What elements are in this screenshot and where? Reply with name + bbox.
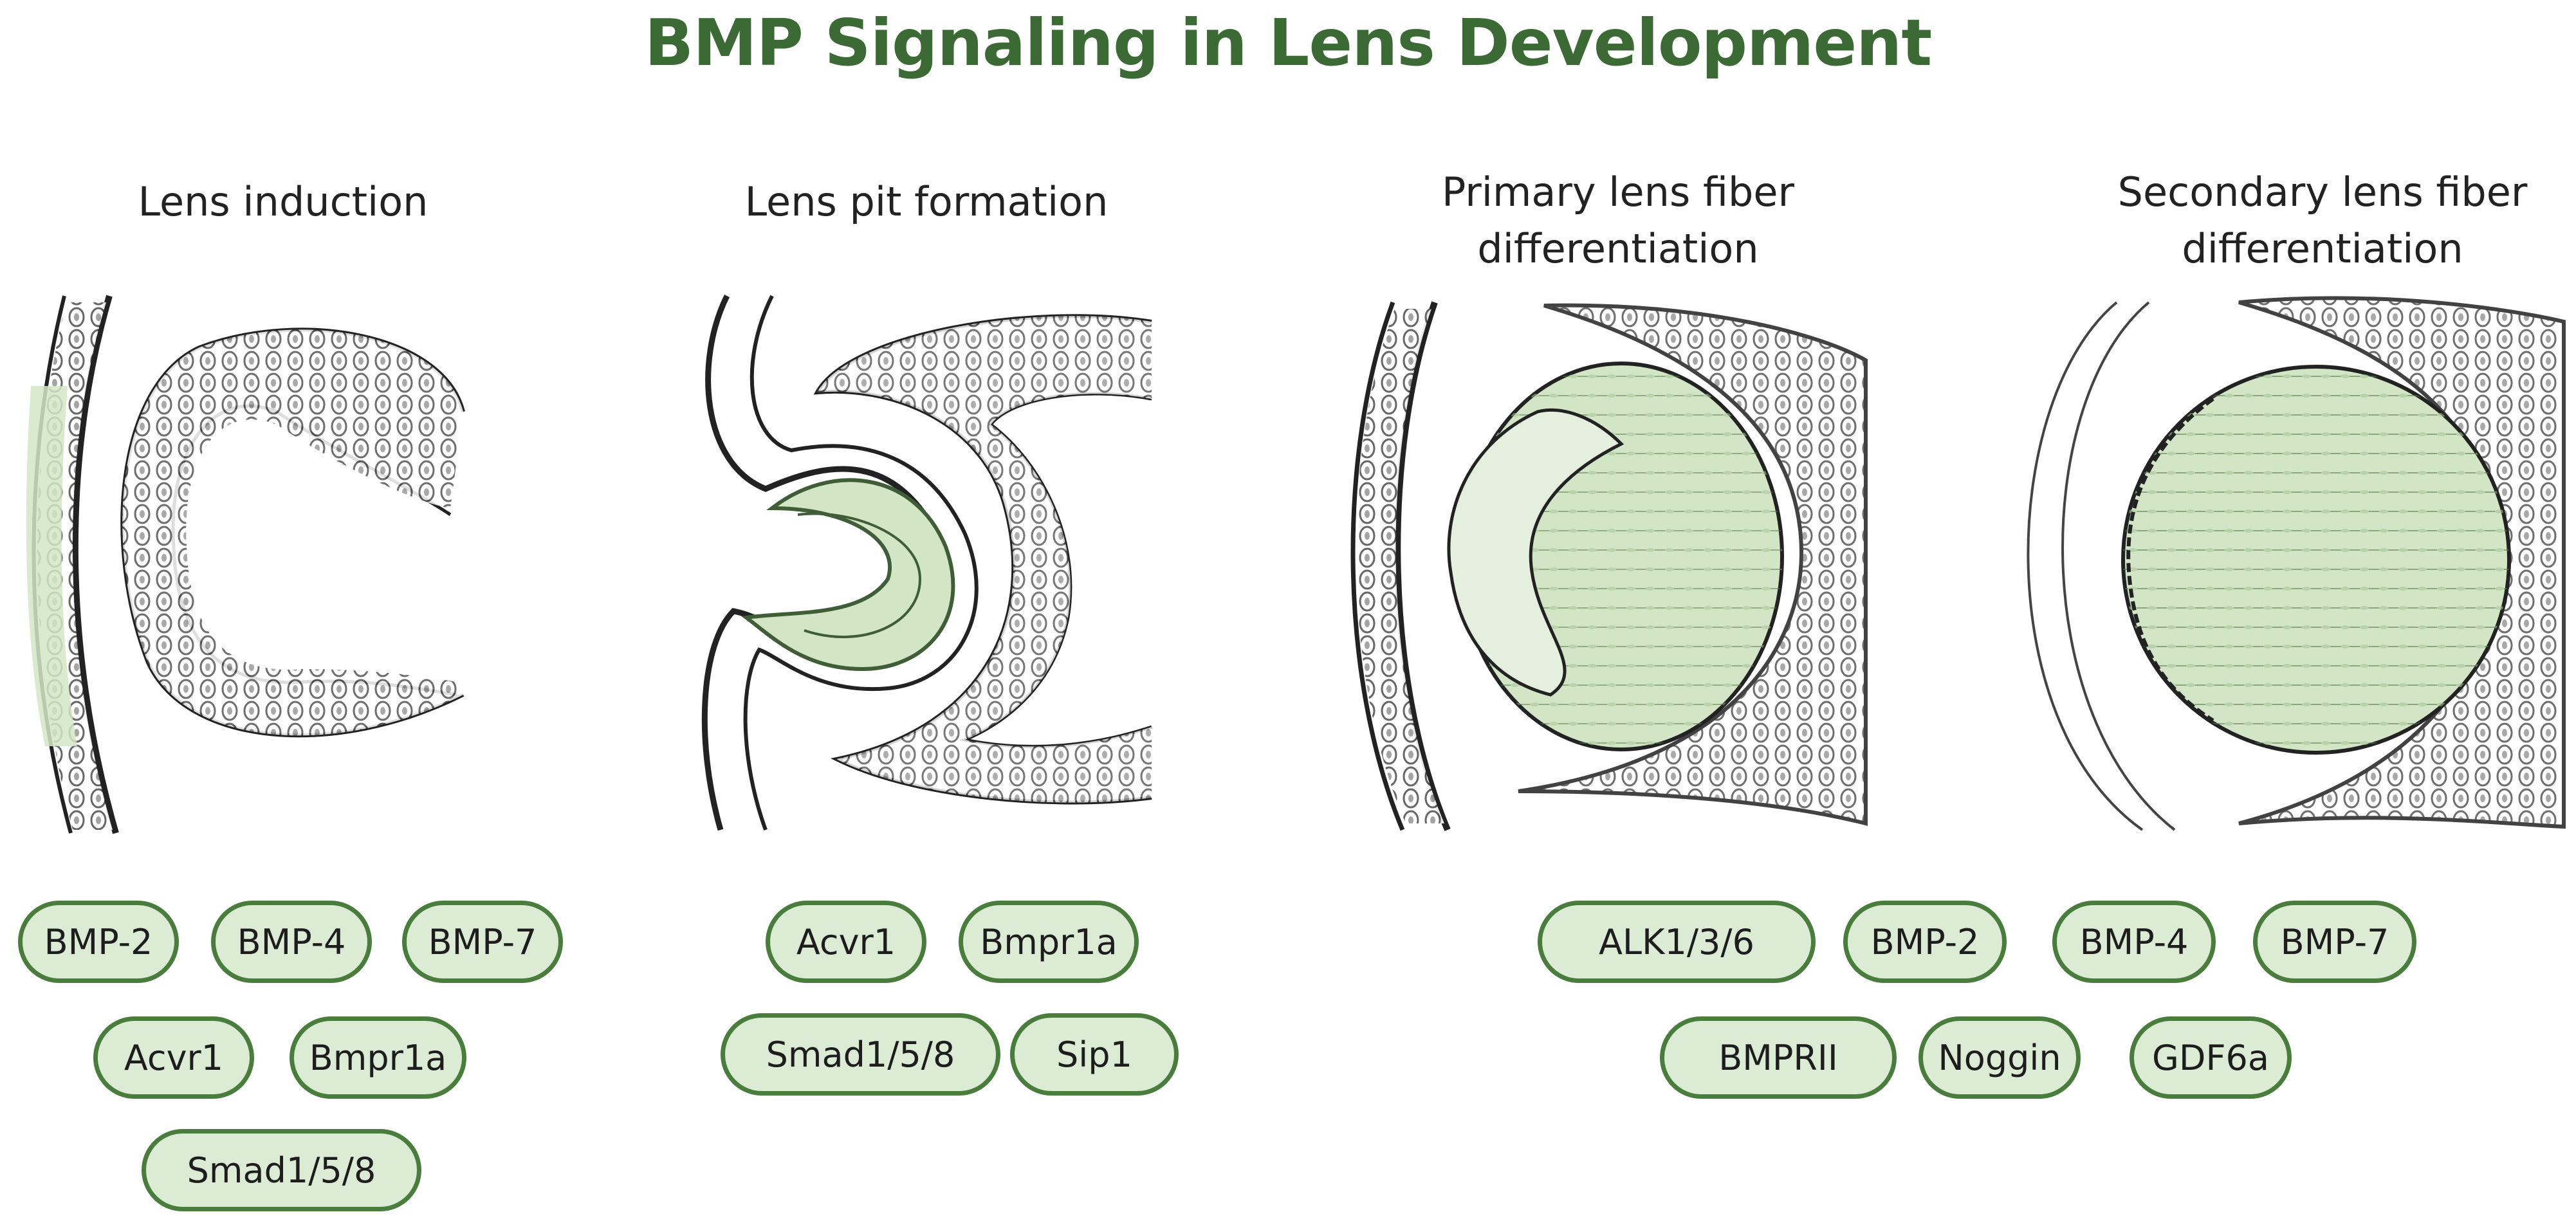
label-noggin: Noggin [1918, 1016, 2081, 1099]
stage-title-line: Secondary lens fiber [2117, 169, 2528, 216]
illustration-lens-induction [26, 295, 465, 834]
label-acvr1: Acvr1 [93, 1016, 254, 1099]
label-bmpr1a: Bmpr1a [290, 1016, 466, 1099]
label-bmpr1a: Bmpr1a [959, 901, 1139, 983]
stage-title-line: differentiation [2182, 225, 2463, 272]
label-smad1-5-8: Smad1/5/8 [721, 1013, 1000, 1096]
stage-title-line: differentiation [1477, 225, 1759, 272]
label-acvr1: Acvr1 [766, 901, 926, 983]
diagram-title: BMP Signaling in Lens Development [644, 5, 1932, 80]
stage-title-primary-fiber: Primary lens fiber differentiation [1361, 164, 1875, 277]
label-bmp-7: BMP-7 [402, 901, 563, 983]
stage-title-lens-pit-formation: Lens pit formation [701, 174, 1152, 230]
label-bmp-7: BMP-7 [2253, 901, 2416, 983]
illustration-primary-fiber [1350, 301, 1868, 831]
label-bmp-2: BMP-2 [18, 901, 179, 983]
stage-title-secondary-fiber: Secondary lens fiber differentiation [2033, 164, 2576, 277]
illustration-lens-pit [701, 294, 1152, 831]
label-smad1-5-8: Smad1/5/8 [142, 1129, 421, 1211]
illustration-secondary-fiber [2027, 296, 2566, 831]
label-gdf6a: GDF6a [2130, 1016, 2292, 1099]
label-bmp-2: BMP-2 [1843, 901, 2007, 983]
label-bmp-4: BMP-4 [211, 901, 372, 983]
label-sip1: Sip1 [1010, 1013, 1179, 1096]
label-bmp-4: BMP-4 [2052, 901, 2216, 983]
stage-title-line: Lens induction [138, 178, 428, 225]
label-bmprii: BMPRII [1660, 1016, 1897, 1099]
stage-title-line: Primary lens fiber [1441, 169, 1794, 216]
stage-title-lens-induction: Lens induction [58, 174, 508, 230]
stage-title-line: Lens pit formation [744, 178, 1109, 225]
label-alk1-3-6: ALK1/3/6 [1538, 901, 1816, 983]
